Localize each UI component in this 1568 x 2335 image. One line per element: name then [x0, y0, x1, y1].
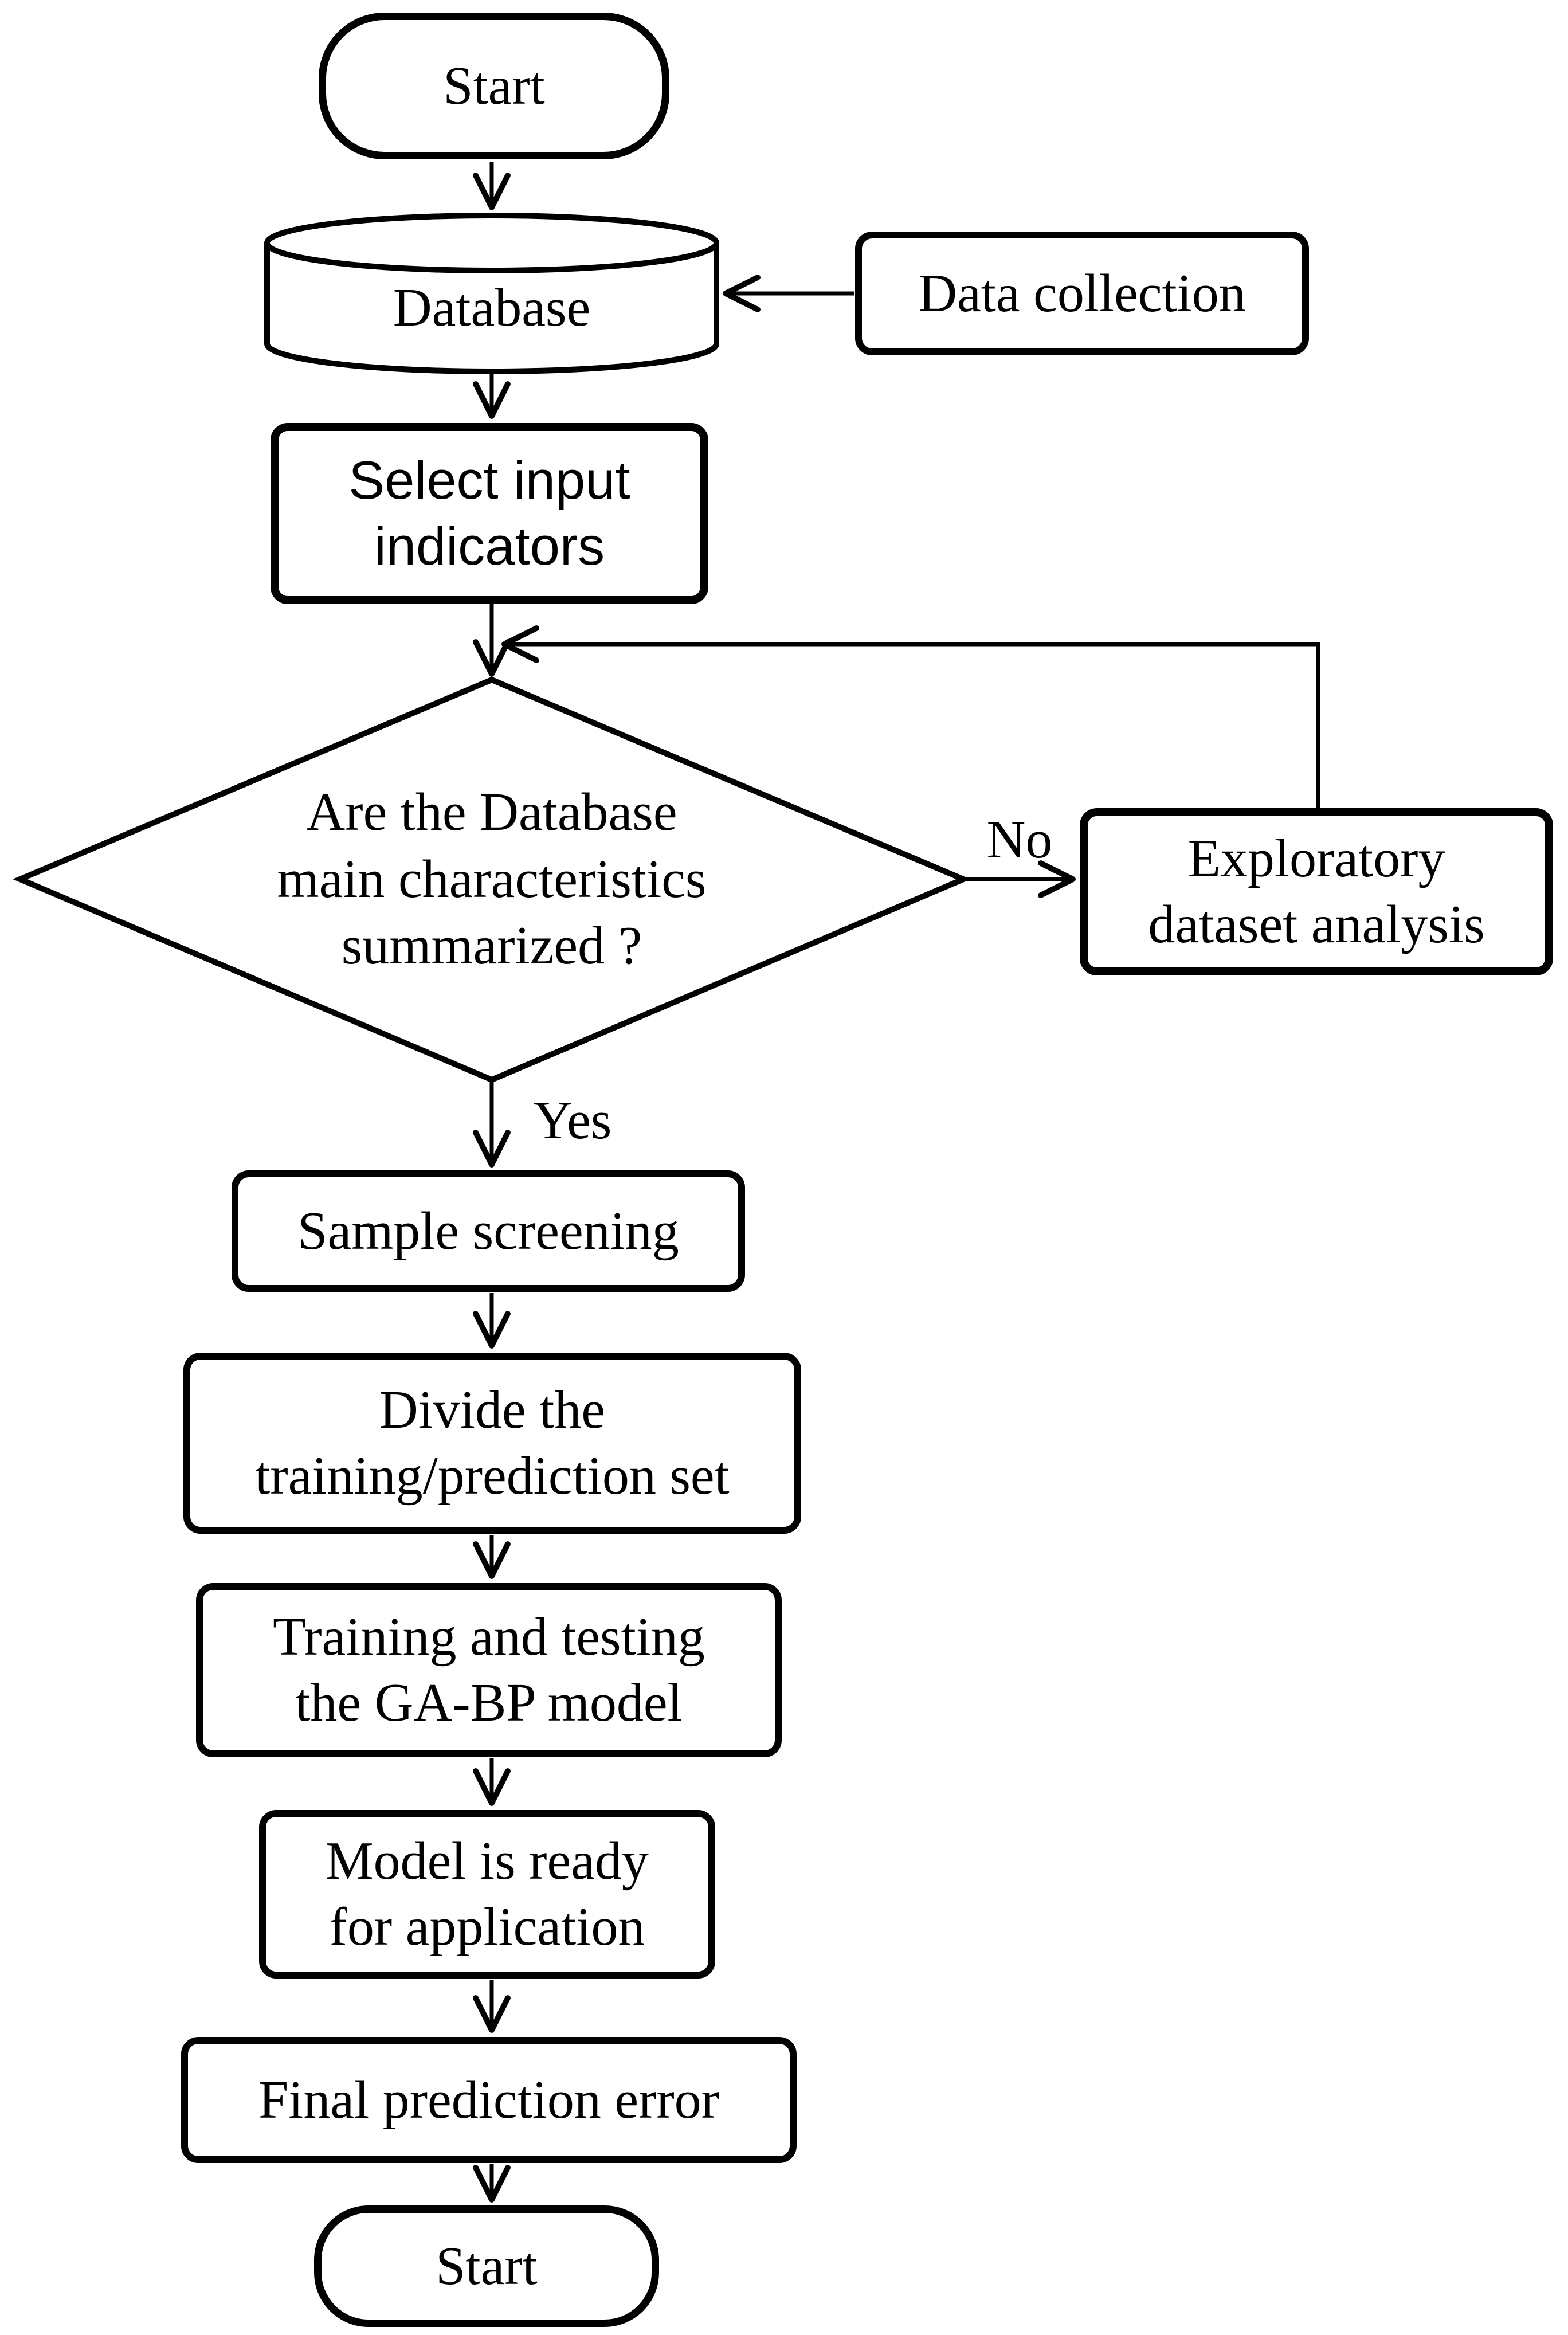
divide-set-box: Divide the training/prediction set — [183, 1353, 801, 1534]
edge-label-yes: Yes — [533, 1090, 612, 1150]
exploratory-line1: Exploratory — [1187, 829, 1445, 889]
arrow-feedback-exploratory-to-junction — [501, 625, 1320, 809]
select-input-box: Select input indicators — [271, 423, 708, 604]
decision-diamond — [13, 676, 971, 1083]
decision-line2: main characteristics — [277, 849, 707, 909]
final-error-label: Final prediction error — [258, 2070, 719, 2130]
database-label: Database — [393, 278, 591, 338]
exploratory-box: Exploratory dataset analysis — [1080, 808, 1553, 975]
final-error-box: Final prediction error — [181, 2037, 797, 2163]
model-ready-box: Model is ready for application — [259, 1810, 715, 1979]
train-test-line1: Training and testing — [273, 1607, 705, 1667]
data-collection-label: Data collection — [918, 263, 1246, 323]
sample-screening-box: Sample screening — [232, 1170, 745, 1292]
divide-set-line1: Divide the — [379, 1380, 606, 1440]
select-input-line2: indicators — [374, 516, 605, 576]
select-input-line1: Select input — [348, 450, 630, 511]
decision-line3: summarized ? — [341, 916, 642, 976]
exploratory-line2: dataset analysis — [1148, 895, 1485, 954]
decision-text: Are the Database main characteristics su… — [177, 777, 807, 981]
train-test-box: Training and testing the GA-BP model — [196, 1583, 782, 1757]
database-cylinder-body — [264, 243, 719, 374]
decision-line1: Are the Database — [306, 782, 677, 843]
sample-screening-label: Sample screening — [297, 1201, 679, 1261]
data-collection-box: Data collection — [855, 232, 1309, 355]
start-node-label: Start — [443, 56, 545, 116]
model-ready-line2: for application — [329, 1897, 645, 1957]
model-ready-line1: Model is ready — [326, 1831, 649, 1891]
train-test-line2: the GA-BP model — [295, 1673, 683, 1733]
edge-label-no: No — [986, 809, 1053, 869]
end-node: Start — [314, 2205, 659, 2327]
divide-set-line2: training/prediction set — [255, 1446, 730, 1506]
start-node: Start — [319, 13, 669, 159]
database-cylinder-top — [264, 213, 719, 273]
end-node-label: Start — [436, 2236, 538, 2296]
